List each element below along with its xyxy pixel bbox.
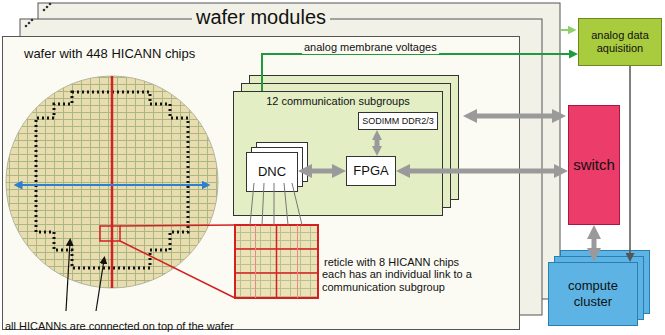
edge-label: analog membrane voltages xyxy=(302,41,439,54)
dnc-box: DNC xyxy=(246,152,298,192)
connector xyxy=(305,169,339,174)
reticle-grid xyxy=(256,225,298,298)
reticle-link xyxy=(262,183,264,225)
stack-dot xyxy=(28,22,31,25)
wafer-disc xyxy=(6,76,218,288)
front-panel-ground xyxy=(2,36,520,330)
reticle-link xyxy=(284,183,288,225)
reticle-grid xyxy=(235,225,318,298)
reticle-link xyxy=(274,183,275,225)
subgroup-box: 12 communication subgroupsDNC FPGA SODIMM … xyxy=(233,91,443,216)
zoom-line xyxy=(120,241,235,298)
label-holder: each has an individual link to a communi… xyxy=(322,268,502,294)
box-label: switch xyxy=(573,156,615,174)
reticle-link xyxy=(250,183,254,225)
leader-line xyxy=(66,242,70,311)
label-holder: reticle with 8 HICANN chips xyxy=(324,252,459,270)
label-holder: wafer with 448 HICANN chips xyxy=(22,44,197,62)
reticle-marker xyxy=(100,226,120,241)
box-label: analog data aquisition xyxy=(583,29,657,55)
wafer-caption: wafer with 448 HICANN chips xyxy=(22,46,197,62)
link-note: each has an individual link to a communi… xyxy=(322,268,502,294)
backplane-arrow xyxy=(470,114,559,119)
stack-dot xyxy=(43,9,46,12)
box-label: compute cluster xyxy=(553,278,633,309)
switch-box: switch xyxy=(568,105,620,225)
memory-box: SODIMM DDR2/3 xyxy=(358,112,438,130)
label-holder: all HICANNs are connected on top of the … xyxy=(5,316,234,334)
reticle-caption: reticle with 8 HICANN chips xyxy=(324,256,459,269)
stack-dot xyxy=(46,6,49,9)
red-axis xyxy=(111,76,114,288)
reticle-link xyxy=(292,183,302,225)
connector xyxy=(403,169,561,174)
box-label: SODIMM DDR2/3 xyxy=(362,116,434,127)
box-label: DNC xyxy=(258,164,286,180)
panel-title: wafer modules xyxy=(192,5,330,29)
reticle-inset xyxy=(235,225,318,298)
acquisition-box: analog data aquisition xyxy=(578,18,662,66)
analog-arrow xyxy=(561,29,572,31)
box-heading: 12 communication subgroups xyxy=(266,95,410,108)
zoom-line xyxy=(120,225,235,226)
blue-axis xyxy=(18,184,206,186)
box-label: FPGA xyxy=(353,163,388,179)
connector xyxy=(592,232,597,255)
leader-line xyxy=(96,260,104,311)
edge-label-holder: analog membrane voltages xyxy=(302,37,439,55)
title-holder: wafer modules xyxy=(3,5,519,29)
stack-dot xyxy=(49,3,52,6)
connector xyxy=(375,135,380,151)
connector xyxy=(629,66,631,258)
connection-note: all HICANNs are connected on top of the … xyxy=(5,320,234,333)
stack-dot xyxy=(31,19,34,22)
connector xyxy=(262,54,574,91)
fpga-box: FPGA xyxy=(346,156,396,186)
stack-dot xyxy=(25,25,28,28)
cluster-box: compute cluster xyxy=(548,262,638,326)
